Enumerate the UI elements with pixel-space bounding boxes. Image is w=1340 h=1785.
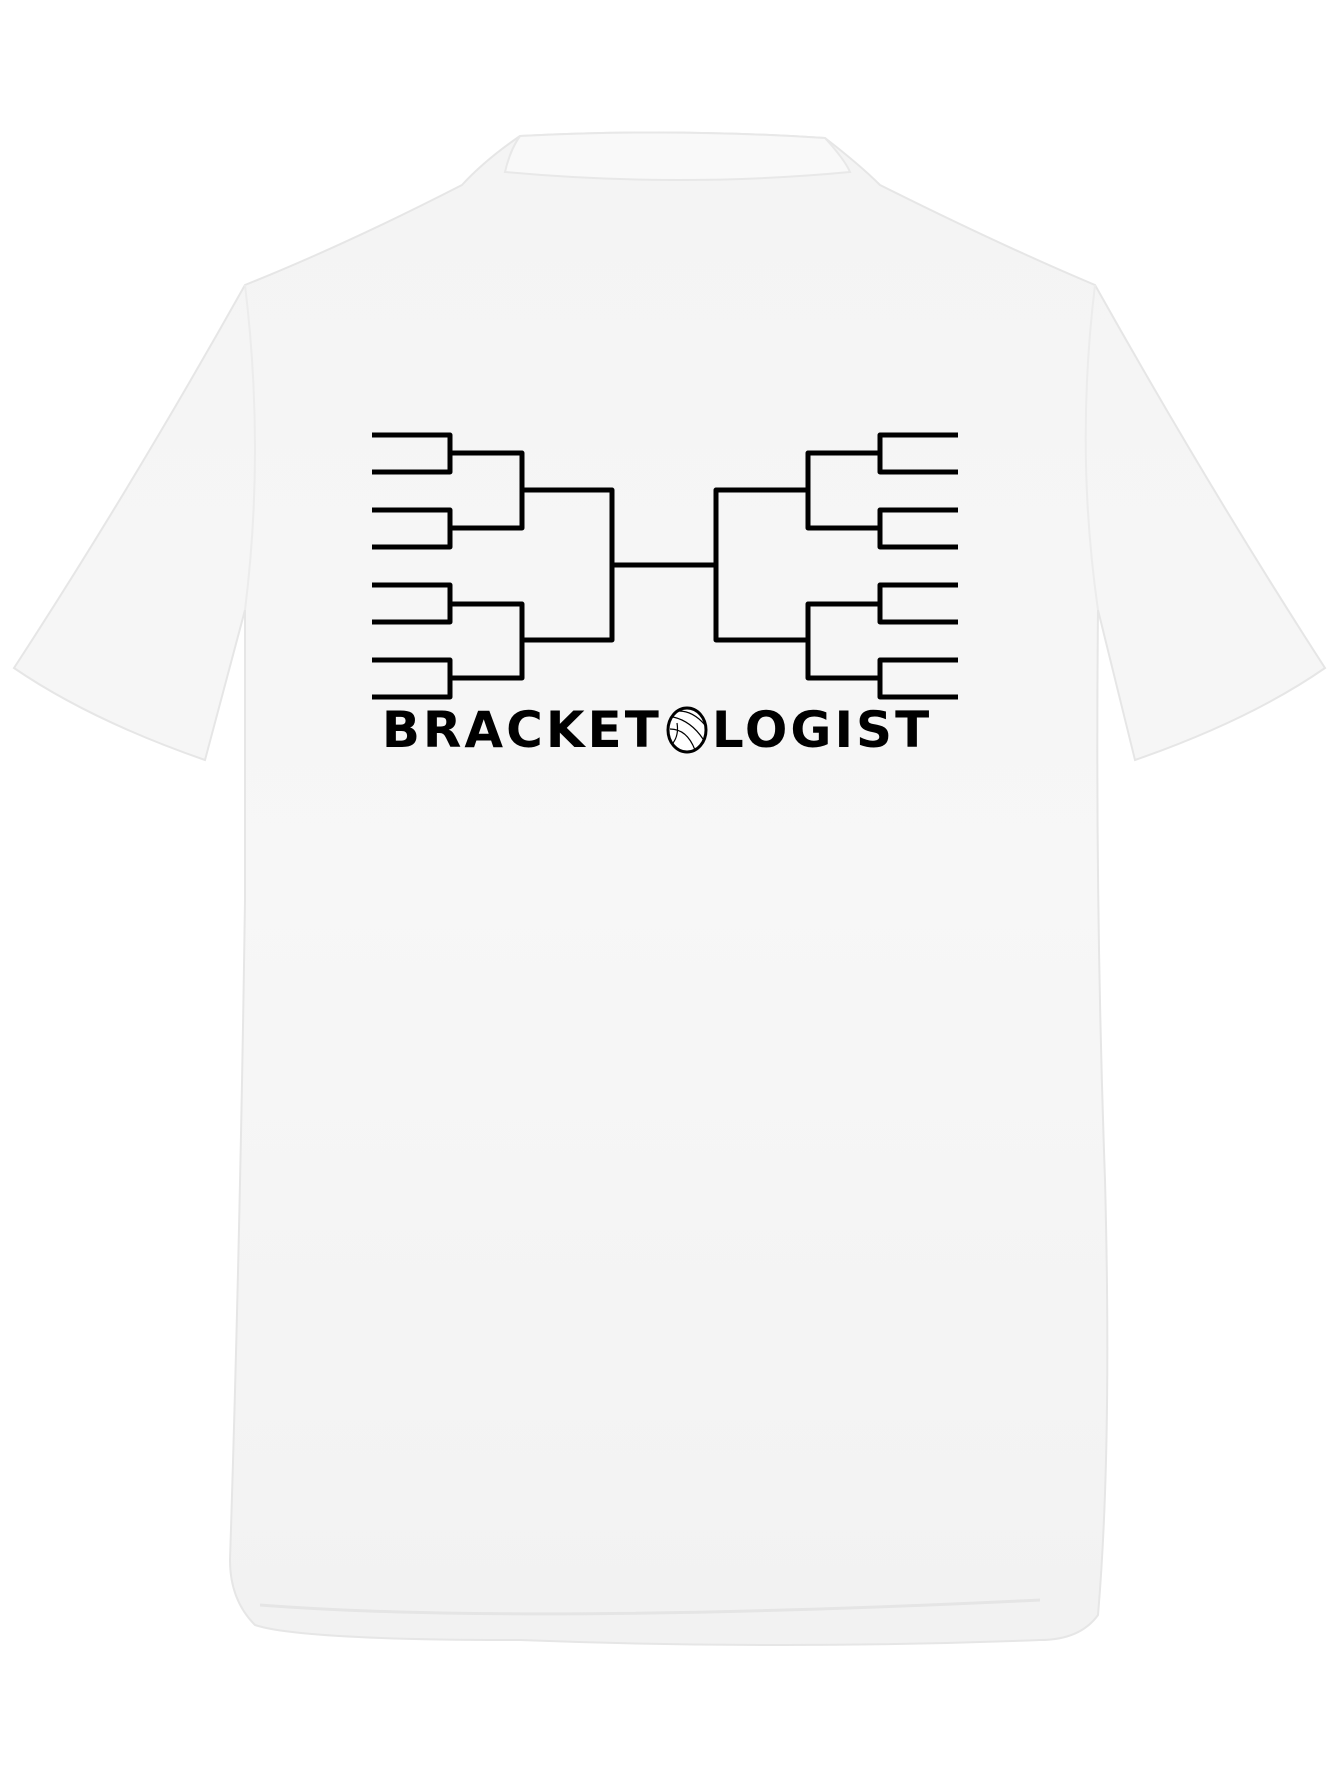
collar [503, 131, 852, 181]
bracketologist-logo: BRACKET LOGIST [372, 700, 942, 760]
tournament-bracket [372, 432, 958, 700]
hem-stitch [259, 1598, 1041, 1616]
shirt-body [12, 131, 1327, 1646]
bracket-right [711, 432, 958, 700]
logo-text-part2: LOGIST [711, 701, 933, 759]
logo-text-part1: BRACKET [381, 701, 662, 759]
basketball-icon [666, 706, 708, 754]
bracket-left [372, 432, 711, 700]
